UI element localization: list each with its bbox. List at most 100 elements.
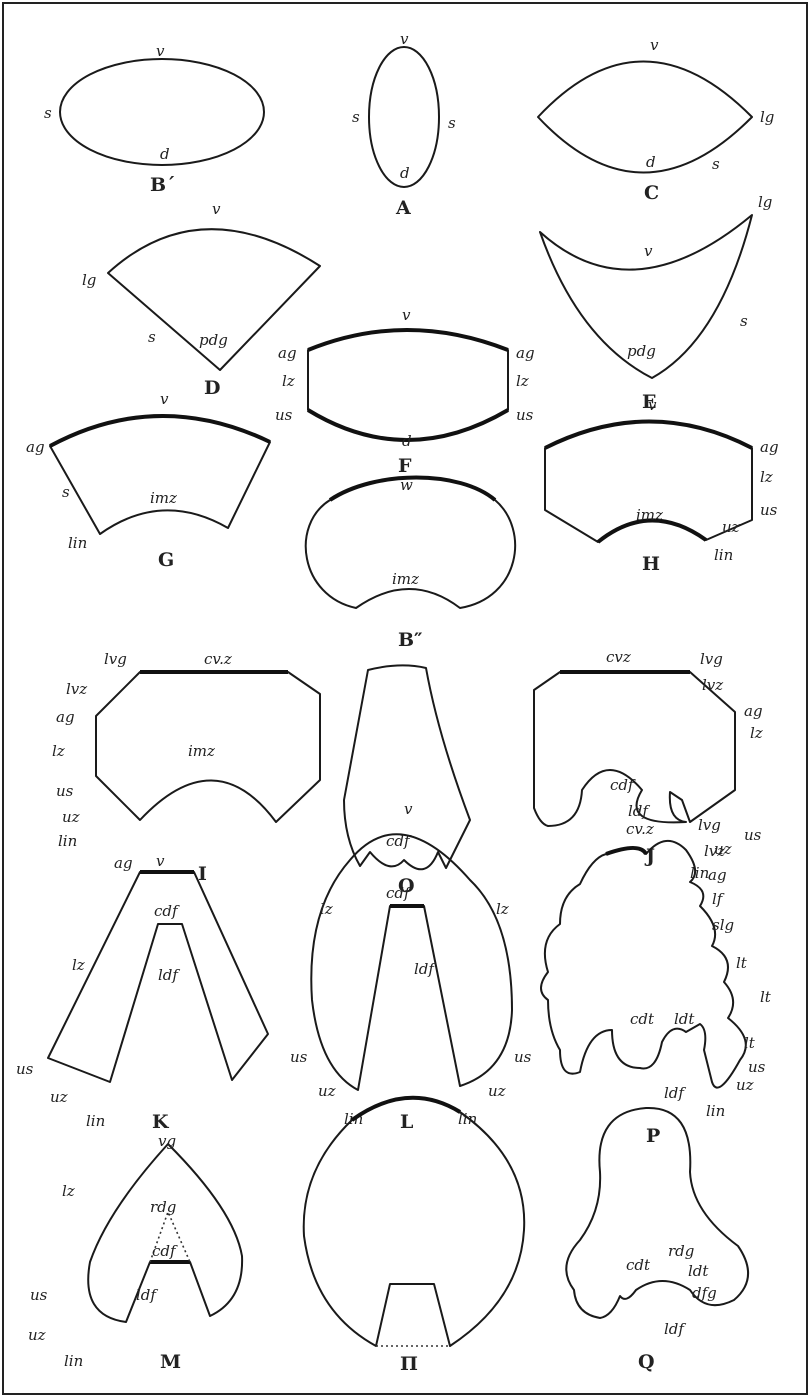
figure-Bpp-label-1: imz	[392, 570, 419, 588]
figure-Q-label-1: rdg	[668, 1242, 694, 1260]
figure-Q-label-0: cdt	[626, 1256, 651, 1274]
figure-F-label-6: us	[516, 406, 534, 424]
figure-M-label-2: rdg	[150, 1198, 176, 1216]
figure-F-thick-top	[308, 330, 508, 350]
figure-P: cv.z lvg lvz ag lf slg lt lt lt cdt ldt …	[541, 816, 772, 1147]
figure-D: v lg s pdg D	[82, 200, 320, 399]
figure-I: lvg cv.z lvz ag lz us uz lin imz I	[52, 650, 320, 885]
figure-P-thick-top	[606, 848, 646, 854]
figure-K-label-4: ldf	[158, 966, 180, 984]
figure-H-label-3: us	[760, 501, 778, 519]
figure-C-label-3: s	[712, 155, 720, 173]
figure-C-outline	[538, 62, 752, 173]
figure-H: v ag lz us uz imz lin H	[545, 396, 779, 575]
figure-L-label-6: us	[514, 1048, 532, 1066]
figure-P-label-13: lin	[706, 1102, 725, 1120]
figure-G-label-4: lin	[68, 534, 87, 552]
figure-E-label-2: s	[740, 312, 748, 330]
figure-H-label-0: v	[648, 396, 657, 414]
figure-H-label-6: lin	[714, 546, 733, 564]
figure-F-label-4: ag	[516, 344, 535, 362]
figure-P-label-0: cv.z	[626, 820, 654, 838]
figure-Bp-label-0: v	[156, 42, 165, 60]
figure-J-label-3: ag	[744, 702, 763, 720]
figure-L-label-0: v	[404, 800, 413, 818]
figure-J-label-6: ldf	[628, 802, 650, 820]
figure-N-outline	[304, 1098, 525, 1346]
figure-P-label-9: cdt	[630, 1010, 655, 1028]
figure-Q-caption: Q	[638, 1351, 655, 1373]
figure-O: cdf O	[344, 665, 470, 897]
figure-P-label-14: ldf	[664, 1084, 686, 1102]
figure-P-label-11: us	[748, 1058, 766, 1076]
figure-L-label-7: uz	[318, 1082, 336, 1100]
figure-P-label-6: lt	[736, 954, 748, 972]
figure-H-label-4: uz	[722, 518, 740, 536]
figure-P-label-7: lt	[760, 988, 772, 1006]
figure-N-caption: Π	[400, 1353, 418, 1375]
figure-Q: cdt rdg ldt dfg ldf Q	[566, 1108, 748, 1373]
figure-Bp-label-2: d	[160, 145, 170, 163]
figure-I-label-4: lz	[52, 742, 65, 760]
figure-M-outline	[88, 1144, 242, 1322]
figure-M-label-3: cdf	[152, 1242, 178, 1260]
figure-Q-label-4: ldf	[664, 1320, 686, 1338]
figure-C-label-1: lg	[760, 108, 774, 126]
figure-A-label-2: s	[448, 114, 456, 132]
figure-P-label-4: lf	[712, 890, 725, 908]
figure-A: v s s d A	[352, 30, 456, 219]
figure-I-label-1: cv.z	[204, 650, 232, 668]
figure-M-label-0: vg	[158, 1132, 176, 1150]
figure-M-label-5: us	[30, 1286, 48, 1304]
figure-L: v lz lz cdf ldf us us uz uz lin lin L	[290, 800, 532, 1133]
figure-L-label-8: uz	[488, 1082, 506, 1100]
figure-G-thick-top	[50, 416, 270, 446]
figure-Bp-label-1: s	[44, 104, 52, 122]
figure-M-label-1: lz	[62, 1182, 75, 1200]
figure-J-label-7: us	[744, 826, 762, 844]
figure-A-label-1: s	[352, 108, 360, 126]
figure-J-caption: J	[644, 845, 655, 867]
figure-E-label-3: pdg	[627, 342, 656, 360]
figure-K-caption: K	[152, 1111, 170, 1133]
figure-P-label-2: lvz	[704, 842, 725, 860]
figure-P-caption: P	[646, 1125, 660, 1147]
figure-F-caption: F	[398, 455, 412, 477]
figure-E-label-1: v	[644, 242, 653, 260]
figure-L-outline	[311, 834, 512, 1090]
figure-E-label-0: lg	[758, 193, 772, 211]
figure-F: v ag lz us ag lz us d F	[275, 306, 535, 477]
figure-Bpp: w imz B″	[306, 476, 515, 651]
figure-P-label-5: slg	[712, 916, 734, 934]
figure-Q-label-3: dfg	[692, 1284, 717, 1302]
figure-F-label-5: lz	[516, 372, 529, 390]
figure-P-label-1: lvg	[698, 816, 721, 834]
figure-F-label-2: lz	[282, 372, 295, 390]
figure-I-label-5: us	[56, 782, 74, 800]
figure-K-label-0: ag	[114, 854, 133, 872]
figure-D-label-0: v	[212, 200, 221, 218]
figure-P-label-12: uz	[736, 1076, 754, 1094]
figure-P-label-3: ag	[708, 866, 727, 884]
figure-P-label-10: ldt	[674, 1010, 695, 1028]
figure-L-label-3: cdf	[386, 884, 412, 902]
figure-D-caption: D	[204, 377, 220, 399]
figure-I-label-0: lvg	[104, 650, 127, 668]
figure-I-label-2: lvz	[66, 680, 87, 698]
figure-C-label-2: d	[646, 153, 656, 171]
figure-K-label-7: lin	[86, 1112, 105, 1130]
figure-M: vg lz rdg cdf ldf us uz lin M	[28, 1132, 242, 1373]
figure-A-caption: A	[395, 197, 411, 219]
figure-H-caption: H	[642, 553, 660, 575]
figure-Bp-caption: B´	[150, 174, 176, 196]
figure-G: v ag s imz lin G	[26, 390, 270, 571]
figure-A-label-3: d	[400, 164, 410, 182]
figure-I-label-8: imz	[188, 742, 215, 760]
figure-C: v lg d s C	[538, 36, 774, 204]
figure-E: lg v s pdg E	[540, 193, 772, 413]
figure-L-label-5: us	[290, 1048, 308, 1066]
figure-G-outline	[50, 416, 270, 534]
figure-F-label-1: ag	[278, 344, 297, 362]
figure-H-label-2: lz	[760, 468, 773, 486]
figure-Bp: v s d B´	[44, 42, 264, 196]
